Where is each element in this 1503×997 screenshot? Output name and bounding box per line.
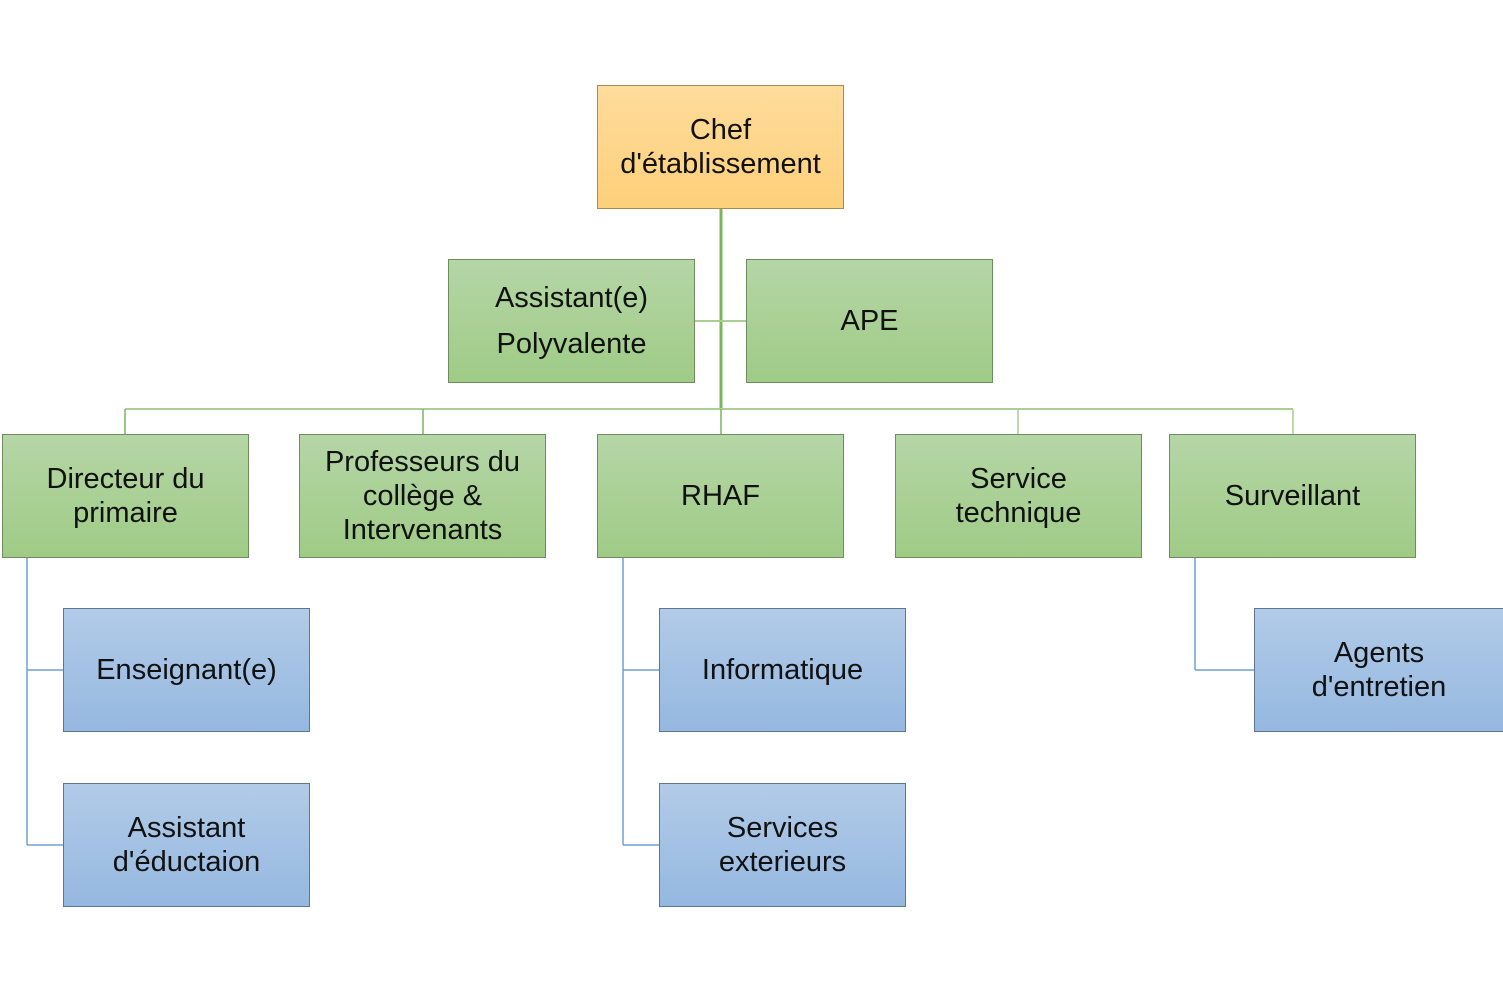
node-chef-etablissement[interactable]: Chef d'établissement [597,85,844,209]
node-label: Enseignant(e) [96,654,277,686]
node-surveillant[interactable]: Surveillant [1169,434,1416,558]
node-label: Surveillant [1224,480,1361,512]
node-label: Professeurs du collège & Intervenants [324,446,521,546]
node-directeur-primaire[interactable]: Directeur du primaire [2,434,249,558]
node-professeurs-college[interactable]: Professeurs du collège & Intervenants [299,434,546,558]
node-rhaf[interactable]: RHAF [597,434,844,558]
node-label: Agents d'entretien [1311,637,1447,703]
node-label: Directeur du primaire [46,463,205,529]
node-service-technique[interactable]: Service technique [895,434,1142,558]
node-services-exterieurs[interactable]: Services exterieurs [659,783,906,907]
node-enseignant[interactable]: Enseignant(e) [63,608,310,732]
node-label: RHAF [681,480,760,512]
node-ape[interactable]: APE [746,259,993,383]
node-label: Service technique [955,463,1082,529]
node-label: Chef d'établissement [620,114,821,180]
node-label: Informatique [701,654,864,686]
node-label: Services exterieurs [718,812,847,878]
node-agents-entretien[interactable]: Agents d'entretien [1254,608,1503,732]
node-assistant-education[interactable]: Assistant d'éductaion [63,783,310,907]
node-label: Assistant(e) Polyvalente [494,282,649,360]
node-label: APE [840,305,899,337]
node-informatique[interactable]: Informatique [659,608,906,732]
node-label: Assistant d'éductaion [112,812,261,878]
node-assistant-polyvalente[interactable]: Assistant(e) Polyvalente [448,259,695,383]
